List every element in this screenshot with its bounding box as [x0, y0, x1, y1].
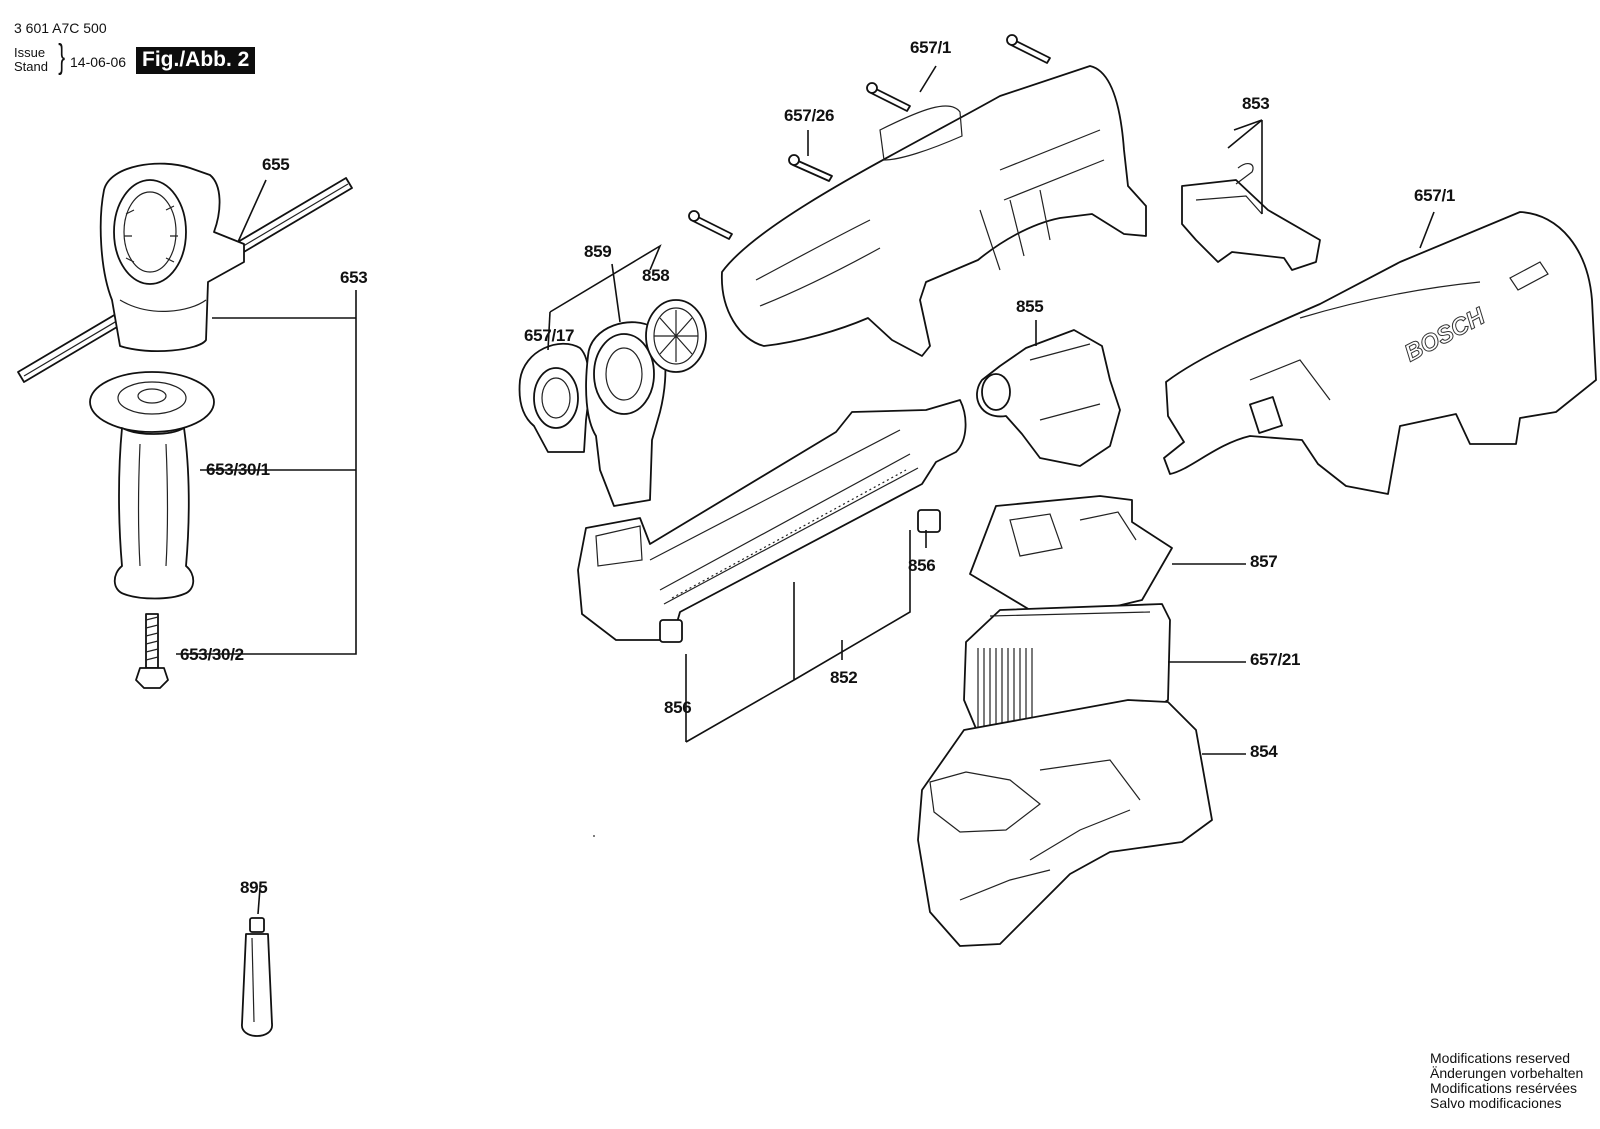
footer-line-fr: Modifications resérvées — [1430, 1080, 1578, 1096]
handle-screw-part — [135, 613, 169, 689]
part-label-853: 853 — [1242, 94, 1270, 113]
filter-disc-part — [645, 299, 707, 373]
part-label-657-1-right: 657/1 — [1414, 186, 1456, 205]
part-label-657-21: 657/21 — [1250, 650, 1301, 669]
suction-adapter-part — [518, 342, 590, 453]
auxiliary-handle-clamp-part — [99, 162, 245, 352]
part-label-857: 857 — [1250, 552, 1278, 571]
issue-brace: } — [58, 38, 66, 76]
footer-line-en: Modifications reserved — [1430, 1050, 1571, 1066]
stand-label: Stand — [14, 59, 48, 74]
center-leader-lines — [547, 65, 1435, 755]
suction-head-part — [585, 321, 667, 507]
part-label-657-17: 657/17 — [524, 326, 575, 345]
valve-connector-part — [976, 329, 1121, 467]
part-label-895: 895 — [240, 878, 268, 897]
part-label-655: 655 — [262, 155, 290, 174]
part-label-653: 653 — [340, 268, 368, 287]
part-label-854: 854 — [1250, 742, 1278, 761]
side-handle-grip-part — [89, 371, 215, 600]
part-label-856-upper: 856 — [908, 556, 936, 575]
modifications-notice: Modifications reserved Änderungen vorbeh… — [1430, 1051, 1583, 1111]
housing-screws-part — [688, 34, 1051, 240]
issue-label: Issue — [14, 45, 46, 60]
footer-line-es: Salvo modificaciones — [1430, 1095, 1562, 1111]
left-leader-lines — [176, 179, 357, 915]
footer-line-de: Änderungen vorbehalten — [1430, 1065, 1584, 1081]
filter-lid-part — [969, 495, 1173, 623]
latch-button-part — [1181, 163, 1321, 271]
part-label-657-26: 657/26 — [784, 106, 835, 125]
upper-housing-shell-part — [721, 65, 1147, 357]
part-label-653-30-2: 653/30/2 — [180, 645, 244, 664]
part-label-859: 859 — [584, 242, 612, 261]
part-label-855: 855 — [1016, 297, 1044, 316]
part-label-856-lower: 856 — [664, 698, 692, 717]
motor-cover-housing-part: BOSCH — [1163, 211, 1597, 495]
part-label-657-1-top: 657/1 — [910, 38, 952, 57]
figure-badge: Fig./Abb. 2 — [136, 47, 256, 74]
issue-stand-label: Issue Stand — [14, 46, 48, 74]
telescopic-tube-part — [577, 399, 967, 643]
part-label-858: 858 — [642, 266, 670, 285]
document-number: 3 601 A7C 500 — [14, 20, 107, 36]
stray-dot — [593, 835, 595, 837]
part-label-653-30-1: 653/30/1 — [206, 460, 270, 479]
grease-tube-part — [241, 917, 273, 1037]
part-label-852: 852 — [830, 668, 858, 687]
dust-container-part — [917, 699, 1213, 947]
issue-date: 14-06-06 — [70, 54, 127, 70]
